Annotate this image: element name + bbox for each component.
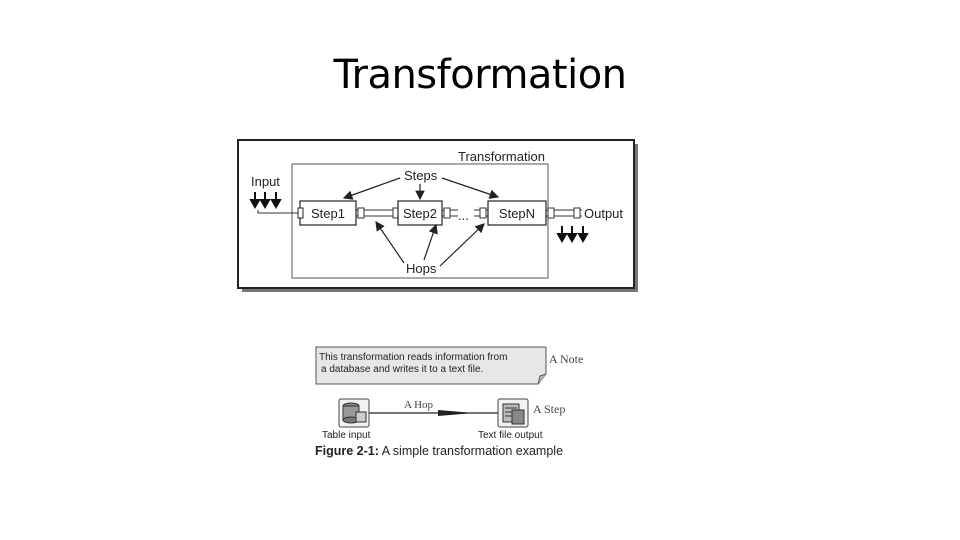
steps-ellipsis: ... [458,208,469,223]
table-input-label: Table input [322,430,371,441]
simple-transformation-example: This transformation reads information fr… [315,346,583,458]
step-box-n: StepN [487,200,547,226]
note-box: This transformation reads information fr… [315,346,547,385]
text-file-output-label: Text file output [478,430,543,441]
step-label-n: StepN [499,206,535,221]
hop-label: A Hop [404,399,434,411]
caption-rest: A simple transformation example [379,444,563,458]
note-text-line-2: a database and writes it to a text file. [321,364,483,375]
caption-bold: Figure 2-1: [315,444,379,458]
step-label-2: Step2 [403,206,437,221]
hop-arrow-icon [438,410,474,416]
table-input-icon [338,398,370,428]
hops-pointer-arrows [375,221,485,267]
note-text-line-1: This transformation reads information fr… [319,352,507,363]
figure-caption: Figure 2-1: A simple transformation exam… [315,444,563,458]
step-label: A Step [533,402,565,416]
input-pipe [257,210,300,214]
steps-label: Steps [404,168,438,183]
hop-pipes [356,207,582,219]
transformation-diagram: Transformation Input Step1 S [237,139,638,292]
step-box-2: Step2 [397,200,443,226]
step-box-1: Step1 [297,200,357,226]
transformation-frame-label: Transformation [458,149,545,164]
output-label: Output [584,206,623,221]
transformation-frame [291,163,549,279]
input-label: Input [251,174,280,189]
output-arrows-icon [556,226,589,244]
note-label: A Note [549,352,583,366]
slide-title: Transformation [333,52,627,98]
hops-label: Hops [406,261,437,276]
input-arrows-icon [249,192,282,210]
steps-pointer-arrows [342,177,500,201]
text-file-output-icon [497,398,529,428]
step-label-1: Step1 [311,206,345,221]
